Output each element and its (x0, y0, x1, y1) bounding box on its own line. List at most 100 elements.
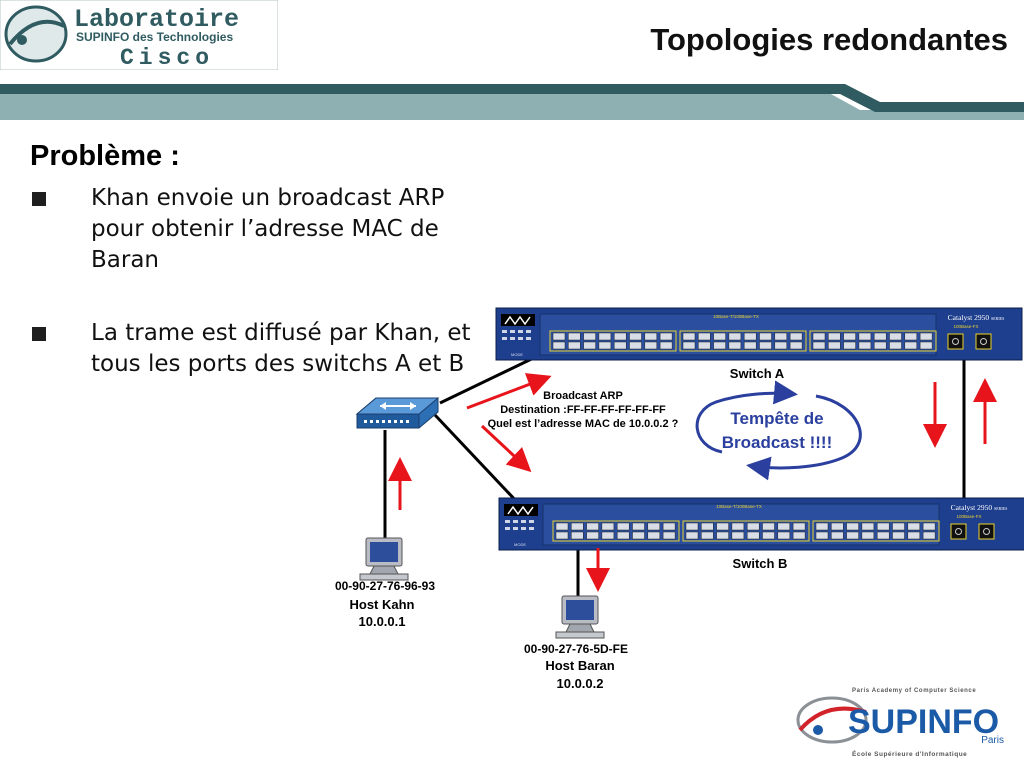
switch-port[interactable] (659, 341, 673, 350)
switch-port[interactable] (568, 332, 581, 341)
switch-port[interactable] (792, 522, 806, 531)
switch-port[interactable] (743, 341, 757, 350)
switch-port[interactable] (682, 341, 696, 350)
switch-port[interactable] (613, 341, 627, 350)
switch-port[interactable] (873, 341, 887, 350)
switch-port[interactable] (889, 332, 902, 341)
switch-port[interactable] (644, 341, 658, 350)
switch-port[interactable] (789, 332, 803, 341)
switch-port[interactable] (659, 332, 673, 341)
switch-port[interactable] (598, 341, 612, 350)
switch-port[interactable] (907, 522, 921, 531)
switch-port[interactable] (828, 341, 841, 350)
switch-port[interactable] (812, 341, 826, 350)
switch-port[interactable] (682, 332, 696, 341)
switch-port[interactable] (746, 522, 760, 531)
switch-port[interactable] (701, 522, 714, 531)
switch-port[interactable] (713, 332, 726, 341)
switch-port[interactable] (846, 531, 859, 540)
switch-port[interactable] (616, 531, 630, 540)
host-kahn-computer[interactable] (359, 537, 409, 581)
switch-port[interactable] (876, 522, 890, 531)
switch-port[interactable] (919, 341, 933, 350)
switch-port[interactable] (583, 332, 596, 341)
switch-port[interactable] (586, 522, 599, 531)
switch-port[interactable] (601, 531, 615, 540)
switch-port[interactable] (861, 522, 875, 531)
switch-port[interactable] (616, 522, 630, 531)
hub-device[interactable] (355, 397, 440, 429)
switch-port[interactable] (846, 522, 859, 531)
switch-port[interactable] (568, 341, 581, 350)
switch-port[interactable] (647, 522, 661, 531)
switch-port[interactable] (777, 522, 791, 531)
switch-port[interactable] (789, 341, 803, 350)
switch-port[interactable] (632, 531, 645, 540)
switch-port[interactable] (904, 332, 918, 341)
switch-port[interactable] (552, 332, 566, 341)
switch-port[interactable] (685, 531, 699, 540)
switch-port[interactable] (762, 522, 775, 531)
switch-port[interactable] (889, 341, 902, 350)
switch-port[interactable] (746, 531, 760, 540)
switch-port[interactable] (571, 531, 584, 540)
switch-port[interactable] (922, 531, 936, 540)
switch-port[interactable] (586, 531, 599, 540)
switch-port[interactable] (774, 341, 788, 350)
switch-port[interactable] (728, 332, 742, 341)
switch-port[interactable] (812, 332, 826, 341)
switch-port[interactable] (731, 531, 745, 540)
switch-port[interactable] (858, 332, 872, 341)
switch-port[interactable] (629, 332, 642, 341)
switch-port[interactable] (777, 531, 791, 540)
switch-port[interactable] (555, 522, 569, 531)
switch-port[interactable] (904, 341, 918, 350)
switch-port[interactable] (571, 522, 584, 531)
switch-port[interactable] (892, 531, 905, 540)
switch-port[interactable] (662, 522, 676, 531)
switch-port[interactable] (629, 341, 642, 350)
switch-port[interactable] (601, 522, 615, 531)
switch-port[interactable] (598, 332, 612, 341)
switch-port[interactable] (774, 332, 788, 341)
switch-port[interactable] (831, 522, 844, 531)
switch-port[interactable] (892, 522, 905, 531)
host-baran-computer[interactable] (555, 595, 605, 639)
switch-port[interactable] (701, 531, 714, 540)
switch-port[interactable] (861, 531, 875, 540)
switch-port[interactable] (828, 332, 841, 341)
switch-port[interactable] (815, 522, 829, 531)
switch-port[interactable] (792, 531, 806, 540)
switch-port[interactable] (713, 341, 726, 350)
switch-port[interactable] (858, 341, 872, 350)
switch-port[interactable] (762, 531, 775, 540)
switch-port[interactable] (583, 341, 596, 350)
switch-port[interactable] (731, 522, 745, 531)
switch-port[interactable] (843, 341, 856, 350)
switch-port[interactable] (907, 531, 921, 540)
switch-port[interactable] (647, 531, 661, 540)
switch-port[interactable] (759, 332, 772, 341)
switch-port[interactable] (831, 531, 844, 540)
switch-port[interactable] (644, 332, 658, 341)
switch-port[interactable] (843, 332, 856, 341)
switch-port[interactable] (815, 531, 829, 540)
switch-port[interactable] (698, 332, 711, 341)
switch-port[interactable] (716, 522, 729, 531)
switch-port[interactable] (873, 332, 887, 341)
switch-port[interactable] (632, 522, 645, 531)
uplink-port[interactable] (947, 333, 964, 350)
uplink-port[interactable] (975, 333, 992, 350)
switch-port[interactable] (716, 531, 729, 540)
switch-port[interactable] (922, 522, 936, 531)
switch-port[interactable] (555, 531, 569, 540)
switch-port[interactable] (759, 341, 772, 350)
switch-port[interactable] (698, 341, 711, 350)
switch-port[interactable] (743, 332, 757, 341)
uplink-port[interactable] (978, 523, 995, 540)
switch-port[interactable] (613, 332, 627, 341)
uplink-port[interactable] (950, 523, 967, 540)
switch-port[interactable] (919, 332, 933, 341)
